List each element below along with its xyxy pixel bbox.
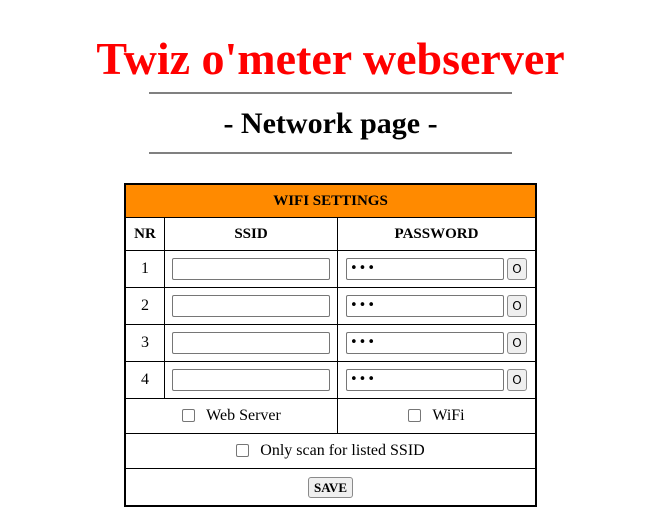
password-input[interactable]: ••• (346, 258, 504, 280)
password-cell: •••O (337, 324, 537, 362)
show-password-button[interactable]: O (507, 369, 527, 391)
wifi-settings-table: WIFI SETTINGS NR SSID PASSWORD 1 •••O 2 … (124, 183, 537, 507)
wifi-settings-heading: WIFI SETTINGS (124, 183, 537, 218)
ssid-cell (164, 324, 338, 362)
table-caption-row: WIFI SETTINGS (124, 183, 537, 218)
ssid-input[interactable] (172, 295, 330, 317)
only-scan-checkbox[interactable] (236, 443, 250, 457)
table-row: 4 •••O (124, 361, 537, 399)
wifi-checkbox[interactable] (408, 408, 422, 422)
show-password-button[interactable]: O (507, 295, 527, 317)
only-scan-option: Only scan for listed SSID (124, 433, 537, 469)
wifi-label: WiFi (432, 407, 465, 424)
ssid-input[interactable] (172, 258, 330, 280)
password-cell: •••O (337, 287, 537, 325)
wifi-option: WiFi (337, 398, 537, 434)
row-number: 4 (124, 361, 165, 399)
ssid-input[interactable] (172, 332, 330, 354)
page-title: Twiz o'meter webserver (96, 33, 565, 84)
scan-option-row: Only scan for listed SSID (124, 433, 537, 469)
show-password-button[interactable]: O (507, 258, 527, 280)
save-row: SAVE (124, 468, 537, 507)
only-scan-label: Only scan for listed SSID (260, 442, 425, 459)
ssid-cell (164, 287, 338, 325)
bottom-divider (149, 152, 512, 154)
save-button[interactable]: SAVE (307, 476, 353, 498)
web-server-label: Web Server (206, 407, 281, 424)
show-password-button[interactable]: O (507, 332, 527, 354)
row-number: 2 (124, 287, 165, 325)
page-subtitle: - Network page - (223, 107, 438, 140)
column-header-row: NR SSID PASSWORD (124, 217, 537, 251)
password-cell: •••O (337, 250, 537, 288)
mode-options-row: Web Server WiFi (124, 398, 537, 434)
web-server-checkbox[interactable] (182, 408, 196, 422)
table-row: 3 •••O (124, 324, 537, 362)
ssid-cell (164, 250, 338, 288)
column-header-password: PASSWORD (337, 217, 537, 251)
password-input[interactable]: ••• (346, 369, 504, 391)
web-server-option: Web Server (124, 398, 338, 434)
row-number: 3 (124, 324, 165, 362)
password-input[interactable]: ••• (346, 295, 504, 317)
top-divider (149, 92, 512, 94)
password-cell: •••O (337, 361, 537, 399)
column-header-ssid: SSID (164, 217, 338, 251)
save-cell: SAVE (124, 468, 537, 507)
ssid-input[interactable] (172, 369, 330, 391)
password-input[interactable]: ••• (346, 332, 504, 354)
column-header-nr: NR (124, 217, 165, 251)
table-row: 2 •••O (124, 287, 537, 325)
row-number: 1 (124, 250, 165, 288)
ssid-cell (164, 361, 338, 399)
table-row: 1 •••O (124, 250, 537, 288)
